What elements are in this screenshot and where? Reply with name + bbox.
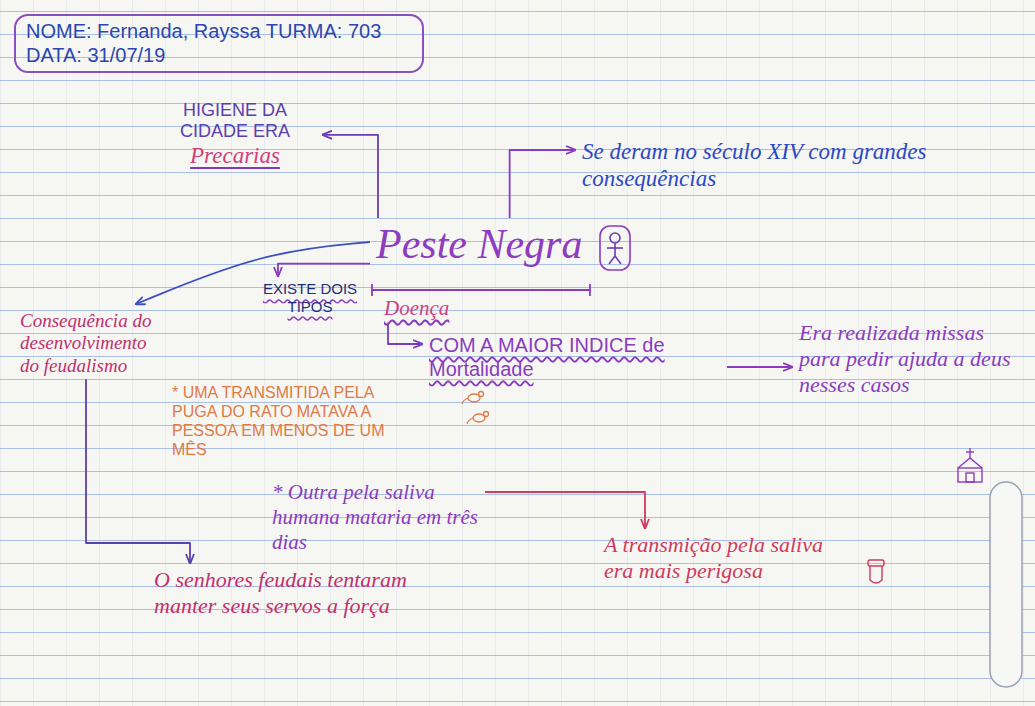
church-icon — [958, 448, 982, 482]
topic-note: HIGIENE DA CIDADE ERAPrecarias — [150, 98, 320, 172]
topic-note: COM A MAIOR INDICE de Mortalidade — [425, 332, 725, 383]
notebook-tab — [990, 482, 1022, 687]
connector-arrow — [388, 323, 422, 344]
bracket — [372, 284, 590, 296]
node-text: * UMA TRANSMITIDA PELA PUGA DO RATO MATA… — [172, 384, 414, 460]
topic-note: * UMA TRANSMITIDA PELA PUGA DO RATO MATA… — [168, 382, 418, 462]
node-text: Era realizada missas para pedir ajuda a … — [799, 320, 1016, 398]
node-text: A transmição pela saliva era mais perigo… — [604, 532, 856, 584]
header-box: NOME: Fernanda, Rayssa TURMA: 703DATA: 3… — [14, 14, 424, 73]
stick-figure-icon — [600, 226, 630, 270]
connector-arrow — [323, 135, 378, 218]
node-text: * Outra pela saliva humana mataria em tr… — [272, 480, 479, 554]
node-text: HIGIENE DA CIDADE ERA — [154, 100, 316, 142]
topic-note: A transmição pela saliva era mais perigo… — [600, 530, 860, 586]
topic-note: * Outra pela saliva humana mataria em tr… — [268, 478, 483, 556]
topic-note: Doença — [380, 294, 470, 323]
connector-arrow — [510, 150, 575, 218]
node-text: Peste Negra — [376, 220, 590, 270]
bottle-icon — [868, 560, 884, 583]
connector-arrow — [727, 366, 792, 368]
topic-note: Se deram no século XIV com grandes conse… — [578, 136, 998, 194]
topic-note: Era realizada missas para pedir ajuda a … — [795, 318, 1020, 400]
connector-arrow — [485, 492, 645, 528]
connector-arrow — [278, 264, 370, 276]
node-text: COM A MAIOR INDICE de Mortalidade — [429, 334, 721, 381]
rat-icon — [462, 392, 489, 425]
topic-note: EXISTE DOIS TIPOS — [250, 278, 370, 317]
node-text: Se deram no século XIV com grandes conse… — [582, 138, 994, 192]
topic-note: Consequência do desenvolvimento do feuda… — [16, 308, 161, 379]
node-text: Doença — [384, 296, 466, 321]
node-text: EXISTE DOIS TIPOS — [254, 280, 366, 315]
node-text: O senhores feudais tentaram manter seus … — [154, 567, 411, 619]
topic-note: O senhores feudais tentaram manter seus … — [150, 565, 415, 621]
node-text: Consequência do desenvolvimento do feuda… — [20, 310, 157, 377]
node-text: NOME: Fernanda, Rayssa TURMA: 703 — [26, 20, 412, 44]
central-topic: Peste Negra — [372, 218, 594, 272]
node-text: DATA: 31/07/19 — [26, 44, 412, 68]
node-text: Precarias — [154, 142, 316, 169]
